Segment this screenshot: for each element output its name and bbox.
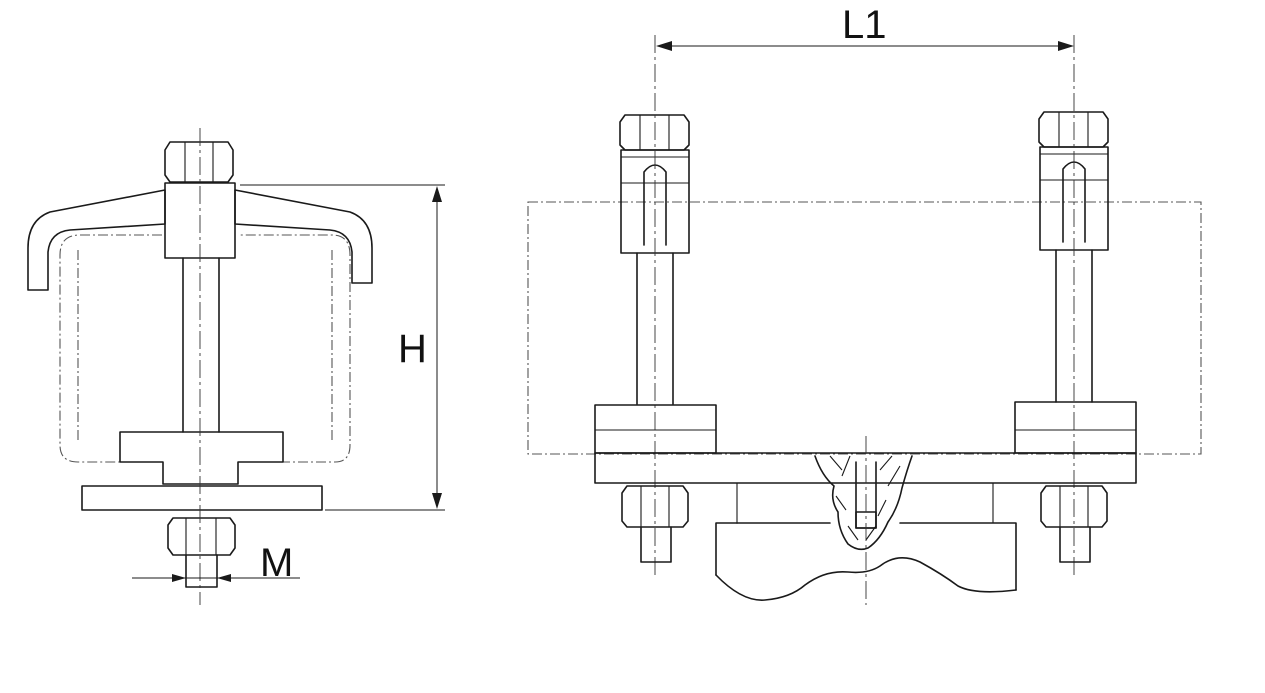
side-view-top-nut bbox=[164, 141, 234, 183]
height-label: H bbox=[398, 327, 427, 371]
front-view-left-clamp-block bbox=[594, 404, 717, 454]
side-view-base-plate bbox=[81, 485, 323, 511]
thread-label: M bbox=[260, 541, 293, 585]
spacing-label: L1 bbox=[842, 3, 887, 47]
front-view-workpiece-outline bbox=[527, 201, 1202, 455]
height-dimension: H bbox=[240, 184, 445, 511]
side-view-hook-arms bbox=[27, 189, 166, 291]
side-view-screw bbox=[182, 257, 220, 433]
side-view: H M bbox=[27, 128, 445, 605]
front-view-main-bar bbox=[594, 452, 1137, 484]
spacing-dimension: L1 bbox=[656, 3, 1074, 51]
thread-dimension: M bbox=[132, 541, 300, 585]
front-view: L1 bbox=[527, 3, 1202, 605]
front-view-shaft-section bbox=[715, 436, 1017, 605]
front-view-right-clamp-block bbox=[1014, 401, 1137, 454]
front-view-right-bolt bbox=[1038, 35, 1109, 575]
side-view-pressing-plate bbox=[119, 431, 284, 485]
front-view-section-cutaway bbox=[814, 455, 913, 551]
side-view-workpiece-outline bbox=[59, 234, 351, 463]
front-view-right-bottom-nut bbox=[1040, 485, 1108, 563]
front-view-left-bottom-nut bbox=[621, 485, 689, 563]
front-view-left-bolt bbox=[619, 35, 690, 575]
side-view-bottom-nut bbox=[167, 517, 236, 556]
